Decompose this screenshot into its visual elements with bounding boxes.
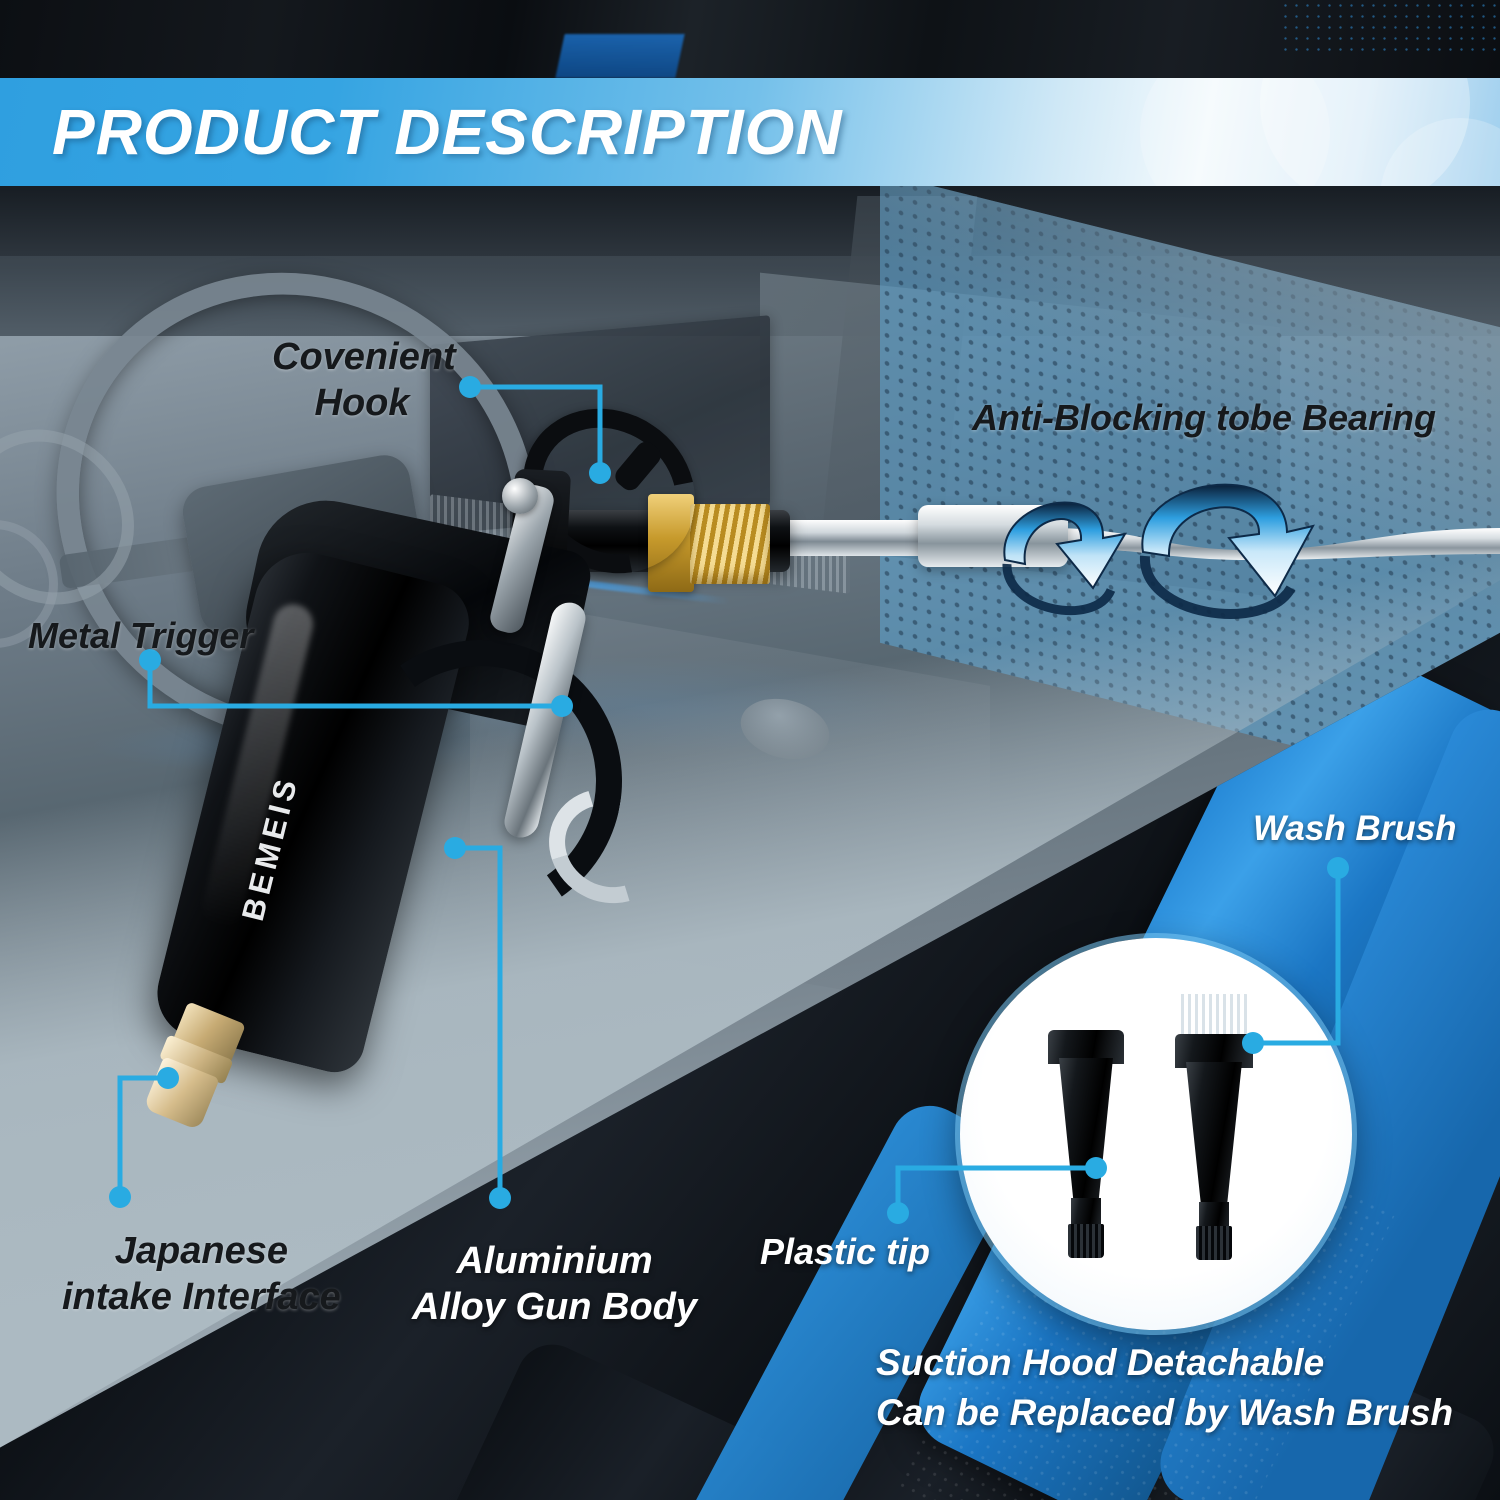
lever-pivot-screw xyxy=(502,478,538,514)
top-seat-strip xyxy=(0,0,1500,78)
rotation-arrow-icon xyxy=(1125,448,1340,648)
page-title: PRODUCT DESCRIPTION xyxy=(52,96,843,168)
brass-hex-nut xyxy=(648,494,694,592)
header-banner: PRODUCT DESCRIPTION xyxy=(0,78,1500,186)
accessories-inset-circle xyxy=(960,938,1352,1330)
perforation-texture xyxy=(1280,0,1500,58)
banner-circle-decor xyxy=(1260,78,1470,186)
banner-circle-decor xyxy=(1140,78,1330,186)
rotation-arrow-icon xyxy=(985,460,1155,640)
brass-threaded-fitting xyxy=(690,504,770,584)
extension-tube xyxy=(762,520,932,556)
